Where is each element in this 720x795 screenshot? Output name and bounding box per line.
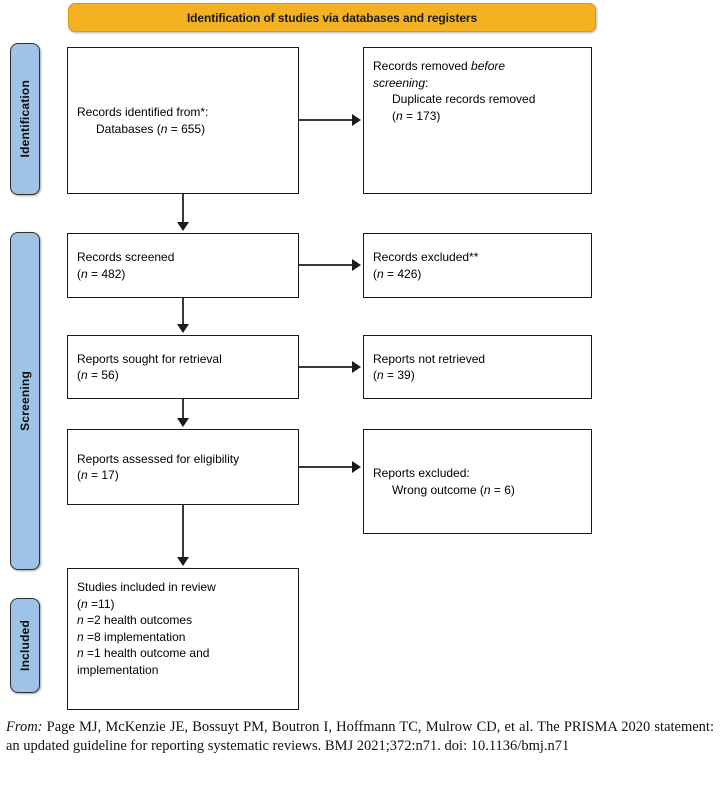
records-screened-value: = 482)	[87, 266, 126, 281]
arrow-down-icon	[177, 418, 189, 427]
wrong-outcome-label: Wrong outcome (	[392, 482, 484, 497]
from-label: From:	[6, 719, 43, 735]
n-symbol: n	[81, 368, 88, 382]
connector-identified-to-removed	[299, 119, 353, 121]
health-outcomes-value: =2 health outcomes	[83, 613, 193, 627]
citation-text: Page MJ, McKenzie JE, Bossuyt PM, Boutro…	[6, 719, 714, 754]
diagram-banner: Identification of studies via databases …	[68, 3, 596, 32]
reports-excluded-label: Reports excluded:	[373, 466, 470, 480]
records-screened-label: Records screened	[77, 250, 175, 264]
n-symbol: n	[377, 266, 384, 281]
records-identified-line1: Records identified from*:	[77, 105, 209, 119]
implementation-value: =8 implementation	[83, 629, 186, 644]
databases-count: = 655)	[167, 121, 206, 136]
reports-sought-count: (n = 56)	[77, 368, 119, 382]
studies-both-wrap: implementation	[77, 662, 159, 677]
arrow-down-icon	[177, 222, 189, 231]
n-symbol: n	[81, 266, 88, 281]
duplicate-records-removed-label: Duplicate records removed	[392, 92, 536, 106]
n-symbol: n	[160, 121, 168, 136]
n-symbol: n	[81, 468, 88, 482]
screening-italic: screening	[373, 75, 426, 90]
n-symbol: n	[483, 482, 491, 497]
records-removed-line1: Records removed before	[373, 58, 582, 75]
arrow-right-icon	[352, 114, 361, 126]
databases-label: Databases (	[96, 121, 161, 136]
reports-sought-label: Reports sought for retrieval	[77, 351, 222, 366]
n-symbol: n	[81, 596, 88, 611]
source-citation: From: Page MJ, McKenzie JE, Bossuyt PM, …	[6, 718, 714, 756]
arrow-right-icon	[352, 259, 361, 271]
records-removed-line2: screening:	[373, 75, 582, 92]
phase-label-identification: Identification	[18, 80, 32, 158]
studies-included-label: Studies included in review	[77, 580, 216, 594]
n-symbol: n	[77, 646, 84, 660]
box-records-removed: Records removed before screening: Duplic…	[363, 47, 592, 194]
records-identified-line2: Databases (n = 655)	[77, 121, 289, 138]
studies-both: n =1 health outcome and	[77, 645, 289, 662]
box-records-screened: Records screened (n = 482)	[67, 233, 299, 298]
connector-screened-to-sought	[182, 298, 184, 326]
box-reports-assessed: Reports assessed for eligibility (n = 17…	[67, 429, 299, 505]
n-symbol: n	[77, 613, 84, 627]
arrow-right-icon	[352, 361, 361, 373]
connector-sought-to-notretrieved	[299, 366, 353, 368]
reports-sought-value: = 56)	[87, 368, 119, 382]
connector-screened-to-excluded	[299, 264, 353, 266]
phase-label-included: Included	[18, 620, 32, 671]
both-value: =1 health outcome and	[83, 646, 210, 660]
prisma-flow-diagram: Identification of studies via databases …	[10, 3, 596, 710]
banner-title: Identification of studies via databases …	[186, 10, 478, 25]
reports-excluded-reason: Wrong outcome (n = 6)	[373, 482, 582, 499]
phase-tab-included: Included	[10, 598, 40, 693]
studies-implementation: n =8 implementation	[77, 629, 289, 646]
studies-health-outcomes: n =2 health outcomes	[77, 612, 289, 629]
phase-label-screening: Screening	[18, 371, 32, 431]
colon: :	[425, 75, 429, 90]
duplicate-records-count: (n = 173)	[392, 108, 441, 123]
records-excluded-count: (n = 426)	[373, 266, 422, 281]
reports-not-retrieved-value: = 39)	[383, 368, 415, 382]
box-reports-sought: Reports sought for retrieval (n = 56)	[67, 335, 299, 399]
box-records-identified: Records identified from*: Databases (n =…	[67, 47, 299, 194]
studies-included-count: (n =11)	[77, 596, 115, 611]
box-reports-excluded: Reports excluded: Wrong outcome (n = 6)	[363, 429, 592, 534]
arrow-down-icon	[177, 324, 189, 333]
connector-assessed-to-included	[182, 505, 184, 559]
reports-assessed-count: (n = 17)	[77, 468, 119, 482]
reports-assessed-value: = 17)	[87, 468, 119, 482]
phase-tab-screening: Screening	[10, 232, 40, 570]
box-records-excluded: Records excluded** (n = 426)	[363, 233, 592, 298]
n-symbol: n	[77, 629, 84, 644]
records-screened-count: (n = 482)	[77, 266, 126, 281]
phase-tab-identification: Identification	[10, 43, 40, 195]
records-excluded-label: Records excluded**	[373, 250, 479, 264]
reports-not-retrieved-count: (n = 39)	[373, 368, 415, 382]
connector-assessed-to-reportsexcluded	[299, 466, 353, 468]
n-symbol: n	[377, 368, 384, 382]
arrow-down-icon	[177, 557, 189, 566]
reports-not-retrieved-label: Reports not retrieved	[373, 351, 486, 366]
duplicate-count-value: = 173)	[402, 108, 441, 123]
before-italic: before	[471, 59, 506, 73]
box-studies-included: Studies included in review (n =11) n =2 …	[67, 568, 299, 710]
connector-identified-to-screened	[182, 194, 184, 224]
reports-assessed-label: Reports assessed for eligibility	[77, 451, 240, 466]
records-excluded-value: = 426)	[383, 266, 422, 281]
connector-sought-to-assessed	[182, 399, 184, 420]
studies-included-value: =11)	[87, 596, 115, 611]
box-reports-not-retrieved: Reports not retrieved (n = 39)	[363, 335, 592, 399]
wrong-outcome-value: = 6)	[490, 482, 515, 497]
arrow-right-icon	[352, 461, 361, 473]
records-removed-text: Records removed	[373, 59, 472, 73]
n-symbol: n	[396, 108, 403, 123]
